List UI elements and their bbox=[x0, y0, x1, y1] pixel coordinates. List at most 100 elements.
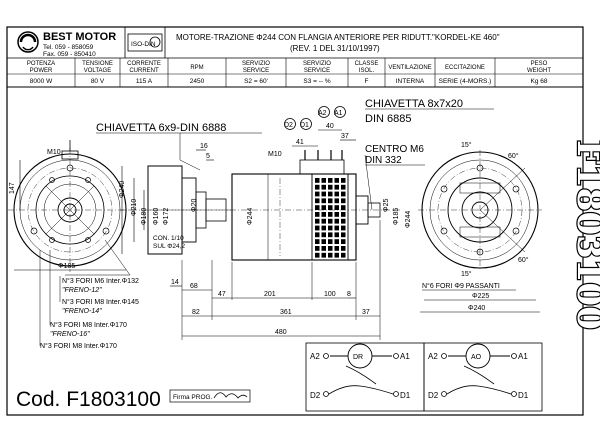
terminal-d2: D2 bbox=[284, 122, 293, 129]
dim-47: 47 bbox=[218, 291, 226, 298]
signature-mark bbox=[213, 392, 248, 399]
vent-slot bbox=[334, 184, 339, 190]
vent-slot bbox=[321, 191, 326, 197]
svg-text:ISO-DIN: ISO-DIN bbox=[131, 41, 156, 48]
schematic-right-d1: D1 bbox=[518, 391, 529, 400]
vent-slot bbox=[328, 239, 333, 244]
spec-header-0-0: POTENZA bbox=[27, 61, 55, 67]
drawing-code: Cod. F1803100 bbox=[16, 388, 161, 411]
dim-25: Φ25 bbox=[383, 199, 390, 212]
vent-slot bbox=[341, 184, 346, 190]
schematic-right-a2: A2 bbox=[428, 352, 438, 361]
vent-slot bbox=[328, 252, 333, 258]
vent-slot bbox=[328, 205, 333, 210]
dim-41: 41 bbox=[296, 139, 304, 146]
signature-box bbox=[169, 389, 251, 403]
dim-240: Φ240 bbox=[119, 181, 126, 198]
vent-slot bbox=[334, 218, 339, 224]
vent-slot bbox=[334, 225, 339, 231]
vent-slot bbox=[315, 239, 320, 244]
dim-185-left: Φ185 bbox=[58, 263, 75, 270]
vent-slot bbox=[315, 184, 320, 190]
spec-header-2-0: CORRENTE bbox=[127, 61, 161, 67]
vent-slot bbox=[341, 246, 346, 251]
dim-m10-top: M10 bbox=[268, 151, 282, 158]
key-large-label-2: DIN 6885 bbox=[365, 113, 411, 125]
angle-60-top: 60° bbox=[508, 152, 519, 160]
dim-172: Φ172 bbox=[163, 208, 170, 225]
dim-100: 100 bbox=[324, 291, 336, 298]
terminal-d1: D1 bbox=[300, 122, 309, 129]
rear-view bbox=[418, 150, 542, 270]
holes-m8-170-label-2: N°3 FORI M8 Inter.Φ170 bbox=[40, 342, 117, 350]
dim-20: Φ20 bbox=[191, 199, 198, 212]
angle-60-bottom: 60° bbox=[518, 256, 529, 264]
schematic-right-a1: A1 bbox=[518, 352, 528, 361]
spec-value-0: 8000 W bbox=[30, 78, 53, 85]
title-block bbox=[6, 26, 584, 88]
vent-slot bbox=[341, 205, 346, 210]
vent-slot bbox=[334, 198, 339, 204]
vent-slot bbox=[334, 212, 339, 217]
schematic-left-label: DR bbox=[353, 354, 363, 361]
angle-15-top: 15° bbox=[461, 141, 472, 149]
spec-header-7-0: VENTILAZIONE bbox=[388, 65, 431, 71]
vent-slot bbox=[315, 232, 320, 238]
vent-slot bbox=[321, 178, 326, 183]
vent-slot bbox=[315, 246, 320, 251]
spec-header-8-0: ECCITAZIONE bbox=[445, 65, 485, 71]
spec-value-1: 80 V bbox=[91, 78, 105, 85]
freno-14-label: "FRENO-14" bbox=[62, 308, 102, 315]
iso-badge: ISO-DIN bbox=[127, 33, 163, 52]
dim-185-side: Φ185 bbox=[393, 208, 400, 225]
terminal-a1: A1 bbox=[334, 110, 343, 117]
spec-value-7: INTERNA bbox=[396, 78, 425, 85]
vent-slot bbox=[341, 232, 346, 238]
dim-244-rear: Φ244 bbox=[405, 211, 412, 228]
vent-slot bbox=[315, 212, 320, 217]
dim-82: 82 bbox=[192, 309, 200, 316]
spec-value-3: 2450 bbox=[190, 78, 205, 85]
cone-label-2: SUL Φ24,2 bbox=[153, 243, 185, 250]
vent-grille bbox=[315, 178, 346, 258]
vent-slot bbox=[315, 198, 320, 204]
vent-slot bbox=[315, 205, 320, 210]
company-fax: Fax. 059 - 850410 bbox=[43, 51, 96, 58]
terminal-markers: D2 D1 A2 A1 bbox=[284, 106, 346, 130]
company-tel: Tel. 059 - 858059 bbox=[43, 44, 94, 51]
company-logo bbox=[17, 31, 39, 53]
vent-slot bbox=[315, 252, 320, 258]
vent-slot bbox=[321, 252, 326, 258]
spec-value-8: SERIE (4-MORS.) bbox=[439, 78, 492, 85]
dim-5: 5 bbox=[206, 153, 210, 160]
dim-240-rear: Φ240 bbox=[468, 305, 485, 312]
dim-201: 201 bbox=[264, 291, 276, 298]
vent-slot bbox=[334, 178, 339, 183]
vent-slot bbox=[321, 232, 326, 238]
spec-header-2-1: CURRENT bbox=[129, 68, 159, 74]
spec-value-5: S3 = -- % bbox=[303, 78, 330, 85]
dim-68: 68 bbox=[190, 283, 198, 290]
center-din-label: DIN 332 bbox=[365, 155, 402, 166]
vent-slot bbox=[321, 205, 326, 210]
vent-slot bbox=[341, 218, 346, 224]
spec-header-3-0: RPM bbox=[190, 65, 203, 71]
drawing-description: MOTORE-TRAZIONE Φ244 CON FLANGIA ANTERIO… bbox=[176, 33, 500, 42]
vent-slot bbox=[315, 218, 320, 224]
freno-16-label: "FRENO-16" bbox=[50, 331, 90, 338]
vent-slot bbox=[334, 191, 339, 197]
vent-slot bbox=[341, 212, 346, 217]
vent-slot bbox=[328, 198, 333, 204]
dim-40: 40 bbox=[326, 123, 334, 130]
key-large-label-1: CHIAVETTA 8x7x20 bbox=[365, 98, 463, 110]
vent-slot bbox=[321, 246, 326, 251]
dim-8: 8 bbox=[347, 291, 351, 298]
dim-14: 14 bbox=[171, 279, 179, 286]
dim-244-side: Φ244 bbox=[247, 208, 254, 225]
vent-slot bbox=[341, 239, 346, 244]
vent-slot bbox=[315, 225, 320, 231]
vent-slot bbox=[328, 218, 333, 224]
vent-slot bbox=[321, 239, 326, 244]
